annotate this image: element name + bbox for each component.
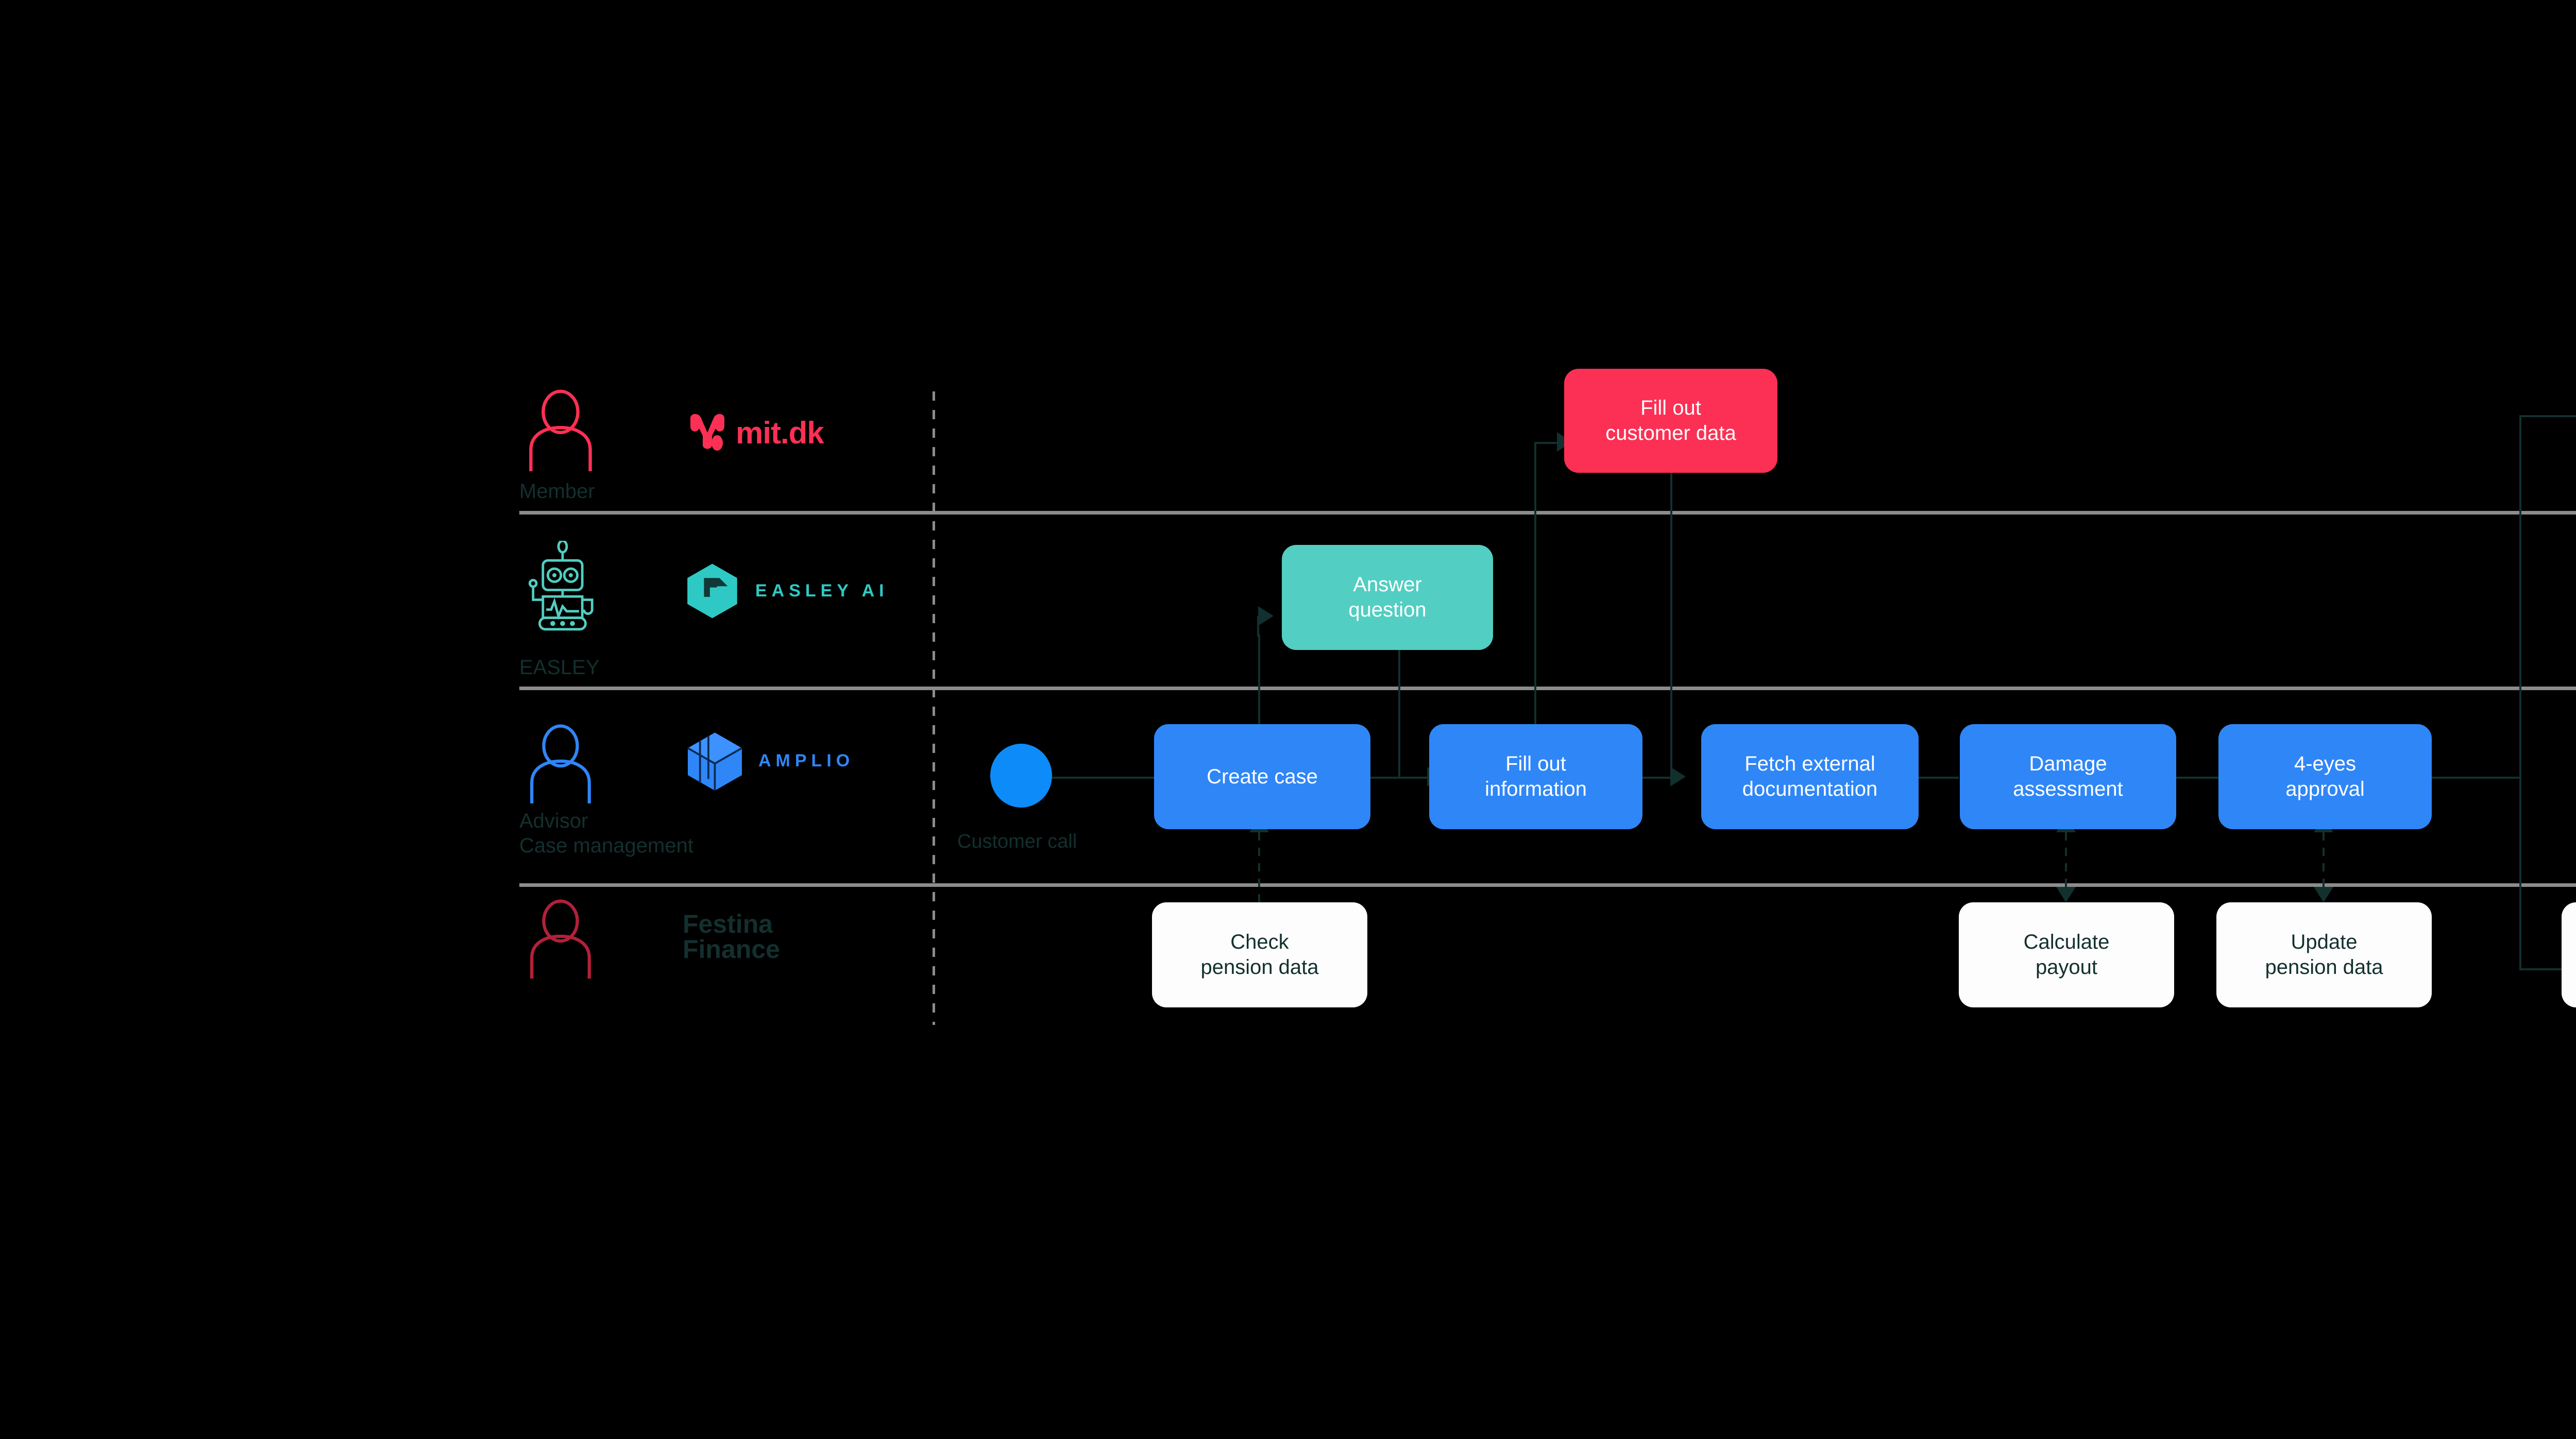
connector-createcase-checkpension-dash [1258,832,1260,904]
lane-label-easley: EASLEY [519,656,600,679]
amplio-logo-text: AMPLIO [758,751,855,770]
amplio-logo: AMPLIO [683,729,854,793]
connector-fetch-to-damage [1897,777,1959,779]
connector-to-decision-made-line [2519,415,2576,417]
node-check-pension-data[interactable]: Check pension data [1152,902,1367,1007]
lane-separator-advisor-festina [519,883,2576,887]
festina-person-icon [519,899,602,981]
connector-fillout-to-fetch-line [1618,777,1674,779]
easley-robot-icon [521,539,604,633]
mitdk-logo-text: mit.dk [736,415,824,450]
advisor-person-icon [519,724,602,806]
node-create-case[interactable]: Create case [1154,724,1370,829]
easley-logo: EASLEY AI [683,561,889,621]
mitdk-logo: mit.dk [685,412,824,453]
connector-answerquestion-in-arrow [1258,606,1274,626]
customer-call-event-label: Customer call [957,831,1077,852]
connector-damage-calculatepayout-arrow-down [2056,887,2076,902]
connector-member-return-horizontal [1534,442,1565,444]
lane-label-advisor: Advisor Case management [519,810,693,857]
node-payout[interactable]: Payout [2562,902,2576,1007]
node-4-eyes-approval[interactable]: 4-eyes approval [2218,724,2432,829]
connector-member-return-vertical [1534,443,1536,778]
member-person-icon [519,389,602,474]
connector-damage-calculatepayout-dash [2065,832,2067,890]
connector-create-to-fillout-line [1369,777,1431,779]
lane-label-member: Member [519,480,595,503]
lane-separator-member-easley [519,511,2576,515]
connector-fillout-to-fetch-arrow [1670,767,1686,786]
node-answer-question[interactable]: Answer question [1282,545,1493,650]
connector-answerquestion-down-line [1398,650,1400,778]
node-calculate-payout[interactable]: Calculate payout [1959,902,2174,1007]
logo-column-divider [933,391,935,1025]
connector-filloutcustomerdata-down [1670,473,1672,778]
connector-foureyes-right [2431,777,2521,779]
festina-logo-text: Festina Finance [683,910,780,964]
connector-foureyes-updatepension-dash [2323,832,2325,890]
easley-logo-text: EASLEY AI [755,581,889,601]
connector-foureyes-riser [2519,415,2521,970]
connector-answerquestion-in-stub [1257,616,1259,637]
festina-logo: Festina Finance [683,910,780,964]
node-fill-out-information[interactable]: Fill out information [1429,724,1642,829]
connector-to-payout-line [2519,968,2576,970]
connector-foureyes-updatepension-arrow-down [2314,887,2333,902]
connector-createcase-up-line [1258,635,1260,778]
customer-call-event[interactable] [990,744,1052,808]
node-fetch-external-documentation[interactable]: Fetch external documentation [1701,724,1919,829]
lane-separator-easley-advisor [519,687,2576,690]
connector-damage-to-foureyes [2175,777,2222,779]
node-fill-out-customer-data[interactable]: Fill out customer data [1564,369,1777,473]
node-update-pension-data[interactable]: Update pension data [2216,902,2432,1007]
node-damage-assessment[interactable]: Damage assessment [1960,724,2176,829]
connector-call-to-create-case [1042,777,1155,779]
